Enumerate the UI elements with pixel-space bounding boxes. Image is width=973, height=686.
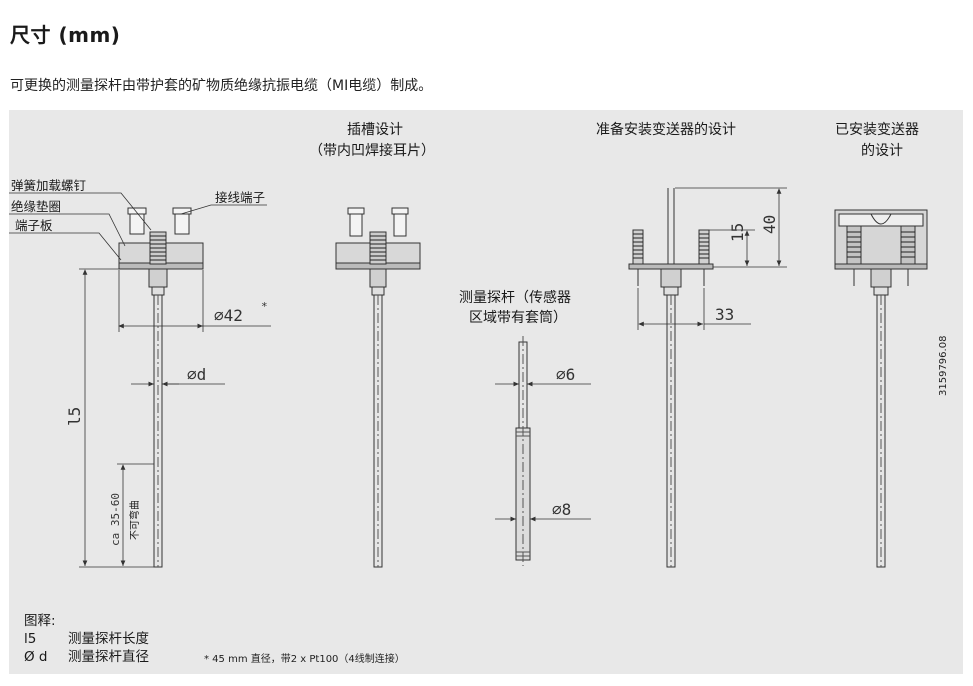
title-slot-1: 插槽设计 <box>347 122 403 138</box>
dim-d6: ⌀6 <box>556 365 575 384</box>
legend-symbol: Ø d <box>24 649 48 665</box>
probe-assembly-prep <box>628 188 714 568</box>
dim-15: 15 <box>728 223 747 242</box>
title-probe-1: 测量探杆（传感器 <box>459 289 571 306</box>
title-installed-2: 的设计 <box>861 143 903 159</box>
dim-33: 33 <box>715 305 734 324</box>
dim-d: ⌀d <box>187 365 206 384</box>
dim-d8: ⌀8 <box>552 500 571 519</box>
dim-star: * <box>261 300 268 313</box>
label-terminal-board: 端子板 <box>15 218 53 233</box>
legend: 图释: l5 测量探杆长度 Ø d 测量探杆直径 <box>24 612 149 666</box>
title-probe-2: 区域带有套筒） <box>469 309 567 326</box>
label-terminal: 接线端子 <box>215 190 265 205</box>
label-insulating-washer: 绝缘垫圈 <box>11 199 61 214</box>
legend-symbol: l5 <box>24 631 37 647</box>
probe-with-sleeve <box>515 336 531 566</box>
dim-l5: l5 <box>65 407 84 426</box>
legend-row-d: Ø d 测量探杆直径 <box>24 648 149 666</box>
footnote: * 45 mm 直径，带2 x Pt100（4线制连接） <box>204 654 405 665</box>
page-title: 尺寸 (mm) <box>10 23 121 47</box>
legend-heading: 图释: <box>24 613 56 629</box>
legend-row-l5: l5 测量探杆长度 <box>24 630 149 648</box>
label-spring-screw: 弹簧加载螺钉 <box>11 178 87 193</box>
probe-assembly-installed <box>834 209 928 568</box>
legend-text: 测量探杆长度 <box>68 631 149 647</box>
dim-d42: ⌀42 <box>214 306 243 325</box>
dim-40: 40 <box>760 215 779 234</box>
leader-lines <box>9 192 267 261</box>
label-no-bend: 不可弯曲 <box>128 500 141 540</box>
technical-drawing: 弹簧加载螺钉 绝缘垫圈 端子板 接线端子 ⌀42 * ⌀d l5 ca 35-6… <box>9 121 928 568</box>
title-prep: 准备安装变送器的设计 <box>596 121 736 138</box>
dim-ca: ca 35-60 <box>109 493 122 546</box>
title-installed-1: 已安装变送器 <box>835 122 919 138</box>
legend-text: 测量探杆直径 <box>68 649 149 665</box>
title-slot-2: （带内凹焊接耳片） <box>309 142 435 159</box>
probe-assembly-main <box>118 207 204 568</box>
figure-number: 3159796.08 <box>938 335 949 396</box>
probe-assembly-slot <box>335 207 421 568</box>
intro-text: 可更换的测量探杆由带护套的矿物质绝缘抗振电缆（MI电缆）制成。 <box>10 78 433 94</box>
drawing-panel: 弹簧加载螺钉 绝缘垫圈 端子板 接线端子 ⌀42 * ⌀d l5 ca 35-6… <box>9 110 963 674</box>
